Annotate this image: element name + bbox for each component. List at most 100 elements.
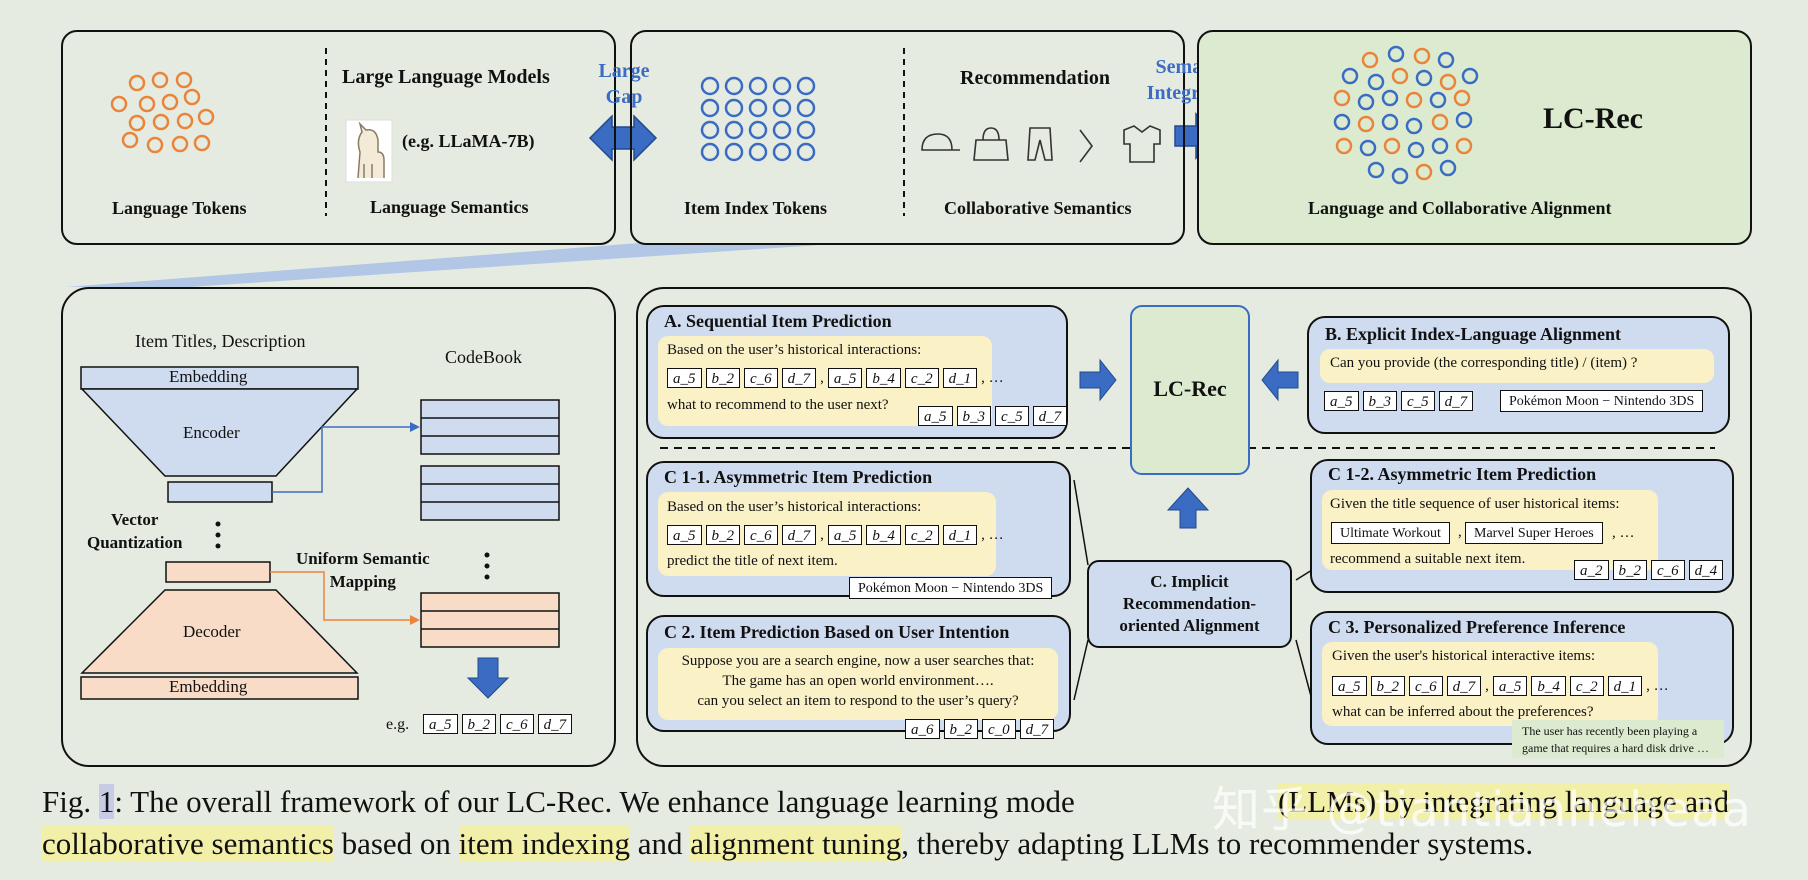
shirt-icon <box>1123 125 1161 163</box>
embedding-top-label: Embedding <box>169 367 248 386</box>
token: b_4 <box>866 525 901 545</box>
lcrec-panel <box>1197 30 1752 245</box>
token: b_4 <box>1531 676 1566 696</box>
token: c_6 <box>1651 560 1685 580</box>
task-c11-line2: predict the title of next item. <box>667 553 838 569</box>
caption-prefix: Fig. <box>42 784 99 819</box>
caption-part5: item indexing <box>458 826 630 861</box>
task-c2-prompt <box>658 648 1058 720</box>
task-c12-line1: Given the title sequence of user histori… <box>1330 496 1620 512</box>
collaborative-semantics-label: Collaborative Semantics <box>944 198 1132 218</box>
figure-number: 1 <box>98 784 115 819</box>
watermark: 知乎 @tiantianheheaa <box>1212 782 1752 838</box>
token: b_2 <box>1612 560 1647 580</box>
implicit-alignment-label: C. Implicit Recommendation- oriented Ali… <box>1119 572 1260 635</box>
ellipsis: , … <box>981 526 1004 543</box>
caption-part8: , thereby adapting LLMs to recommender s… <box>901 826 1534 861</box>
encoder-label: Encoder <box>183 423 240 442</box>
token: d_7 <box>1019 719 1055 739</box>
pants-icon <box>1027 127 1053 161</box>
token: a_5 <box>667 525 702 545</box>
token: b_2 <box>461 714 496 734</box>
caption-part2-wrap: (LLMs) by integrating language and <box>1278 784 1730 820</box>
token: b_3 <box>1362 391 1397 411</box>
task-c3-answer: The user has recently been playing a gam… <box>1512 720 1724 758</box>
task-a-line1: Based on the user’s historical interacti… <box>667 342 922 358</box>
task-c2-line2: The game has an open world environment…. <box>722 673 994 689</box>
token: a_5 <box>1492 676 1528 696</box>
language-tokens-label: Language Tokens <box>112 198 247 218</box>
cap-icon <box>921 133 960 151</box>
implicit-alignment-box <box>1087 560 1292 648</box>
item-index-token-grid <box>700 76 816 162</box>
item-titles-label: Item Titles, Description <box>135 331 306 351</box>
token: c_6 <box>744 368 778 388</box>
chevron-icon <box>1079 129 1093 163</box>
token: b_2 <box>1370 676 1405 696</box>
caption-part2: (LLMs) by integrating language and <box>1278 784 1730 819</box>
caption-part1: : The overall framework of our LC-Rec. W… <box>114 784 1075 819</box>
task-b-title: B. Explicit Index-Language Alignment <box>1325 324 1622 344</box>
caption-part4: based on <box>333 826 459 861</box>
task-b-prompt <box>1320 349 1714 383</box>
token: b_4 <box>866 368 901 388</box>
task-b-item-title: Pokémon Moon − Nintendo 3DS <box>1500 390 1704 412</box>
token: a_2 <box>1574 560 1609 580</box>
token: a_5 <box>667 368 702 388</box>
task-c3-line1: Given the user's historical interactive … <box>1332 648 1596 664</box>
token: c_6 <box>744 525 778 545</box>
task-a-line2: what to recommend to the user next? <box>667 397 889 413</box>
vector-quantization-label: Vector Quantization <box>87 510 183 552</box>
tasks-panel <box>636 287 1752 767</box>
task-c12-line2: recommend a suitable next item. <box>1330 551 1526 567</box>
task-c2-line1: Suppose you are a search engine, now a u… <box>681 653 1035 669</box>
token: a_5 <box>918 406 953 426</box>
token: d_7 <box>1032 406 1068 426</box>
item-index-tokens-label: Item Index Tokens <box>684 198 828 218</box>
lcrec-center-box <box>1130 305 1250 475</box>
task-c2-line3: can you select an item to respond to the… <box>697 693 1019 709</box>
codebook-label: CodeBook <box>445 347 523 367</box>
token: a_5 <box>1332 676 1367 696</box>
token: c_5 <box>995 406 1029 426</box>
alignment-label: Language and Collaborative Alignment <box>1308 198 1612 218</box>
caption-part7: alignment tuning <box>690 826 902 861</box>
task-c11-answer: Pokémon Moon − Nintendo 3DS <box>849 577 1053 599</box>
llm-panel <box>61 30 616 245</box>
token: b_2 <box>705 368 740 388</box>
ellipsis: , … <box>1612 525 1635 541</box>
ellipsis: , … <box>1646 677 1669 694</box>
token: d_7 <box>781 368 817 388</box>
llm-title: Large Language Models <box>342 66 550 88</box>
task-c12-title: C 1-2. Asymmetric Item Prediction <box>1328 464 1597 484</box>
lcrec-center-label: LC-Rec <box>1153 376 1227 401</box>
token: c_5 <box>1401 391 1435 411</box>
caption-line1: Fig. 1: The overall framework of our LC-… <box>42 784 1075 820</box>
token: a_6 <box>905 719 940 739</box>
caption-line2: collaborative semantics based on item in… <box>42 826 1533 862</box>
token: a_5 <box>1324 391 1359 411</box>
uniform-semantic-mapping-label: Uniform Semantic Mapping <box>296 549 430 591</box>
token: b_2 <box>943 719 978 739</box>
token: d_1 <box>942 525 978 545</box>
llm-model: (e.g. LLaMA-7B) <box>402 131 535 151</box>
token: c_2 <box>904 368 939 388</box>
eg-label: e.g. <box>386 716 410 733</box>
decoder-label: Decoder <box>183 622 241 641</box>
token: d_1 <box>942 368 978 388</box>
token: c_6 <box>500 714 534 734</box>
indexing-diagram <box>80 366 560 700</box>
task-c3-title: C 3. Personalized Preference Inference <box>1328 617 1626 637</box>
task-c12-title2: Marvel Super Heroes <box>1465 522 1603 544</box>
token: d_7 <box>1438 391 1474 411</box>
token: d_7 <box>537 714 573 734</box>
caption-part3: collaborative semantics <box>42 826 334 861</box>
zoom-wedge <box>66 243 850 287</box>
